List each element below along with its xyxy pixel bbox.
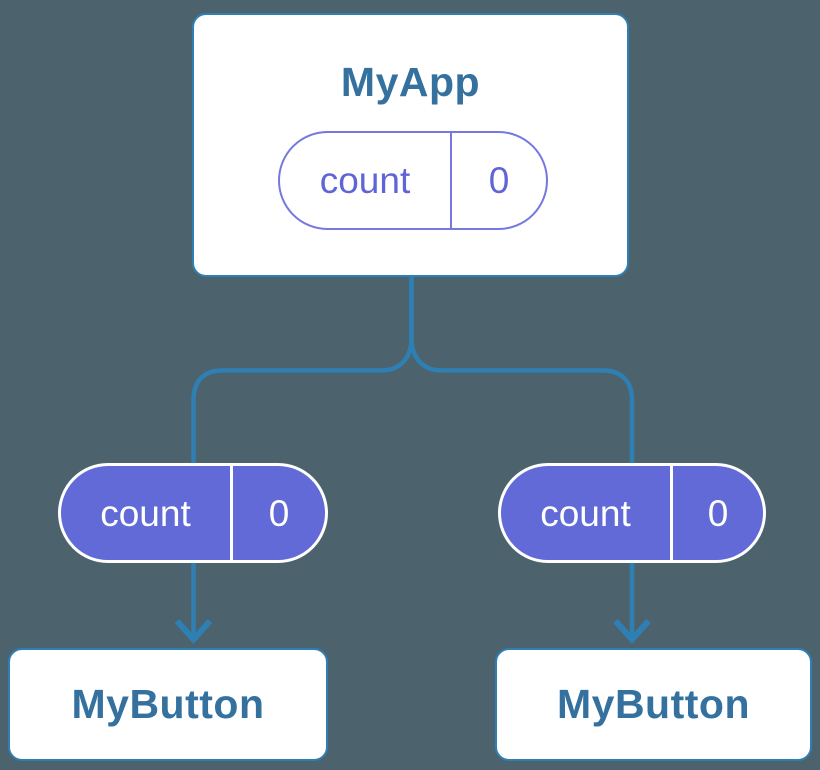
- component-node-myapp: [192, 13, 629, 277]
- component-node-mybutton-right: MyButton: [495, 648, 812, 761]
- state-name: count: [280, 133, 452, 228]
- connector-right-branch: [409, 276, 635, 464]
- prop-name: count: [501, 466, 673, 560]
- prop-value: 0: [707, 492, 729, 534]
- node-title-myapp: MyApp: [340, 59, 481, 105]
- state-value: 0: [488, 160, 510, 201]
- prop-pill-right: count 0: [498, 463, 766, 563]
- node-title-mybutton-right: MyButton: [556, 681, 750, 727]
- node-title-mybutton-left: MyButton: [71, 681, 265, 727]
- connector-left-branch: [191, 276, 414, 464]
- prop-name: count: [61, 466, 233, 560]
- component-node-mybutton-left: MyButton: [8, 648, 328, 761]
- prop-value: 0: [268, 492, 290, 534]
- arrow-down-icon: [174, 619, 213, 645]
- prop-pill-left: count 0: [58, 463, 328, 563]
- arrow-down-icon: [613, 619, 651, 645]
- state-pill-root: count 0: [278, 131, 548, 230]
